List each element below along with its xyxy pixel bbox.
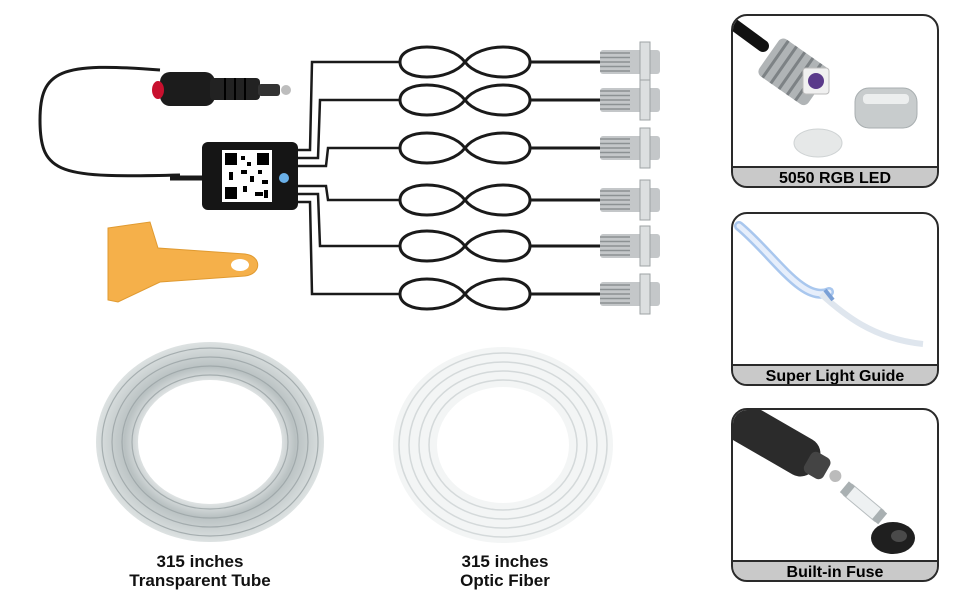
cable-loop: [398, 277, 600, 311]
tube-name: Transparent Tube: [129, 571, 271, 590]
fiber-name: Optic Fiber: [460, 571, 550, 590]
cable-loop: [398, 131, 600, 165]
light-connector: [600, 41, 660, 83]
light-connector: [600, 127, 660, 169]
cigarette-lighter-plug: [152, 72, 291, 106]
light-guide-detail-image: [734, 221, 924, 347]
cable-loop: [398, 229, 600, 263]
tube-length: 315 inches: [156, 552, 244, 571]
scraper-tool: [107, 221, 259, 303]
fiber-caption: 315 inches Optic Fiber: [405, 552, 605, 590]
light-connector: [600, 273, 660, 315]
led-detail-image: [733, 18, 918, 158]
transparent-tube-coil: [96, 342, 324, 542]
light-connector: [600, 79, 660, 121]
light-connector: [600, 225, 660, 267]
panel-label: Built-in Fuse: [733, 560, 937, 580]
panel-light-guide: Super Light Guide: [731, 212, 939, 386]
cable-loop: [398, 83, 600, 117]
fuse-button-icon: [152, 81, 164, 99]
panel-label: 5050 RGB LED: [733, 166, 937, 186]
led-kit-illustration: [38, 41, 660, 315]
light-connector: [600, 179, 660, 221]
panel-label: Super Light Guide: [733, 364, 937, 384]
controller-box: [202, 142, 298, 210]
fiber-length: 315 inches: [461, 552, 549, 571]
tube-caption: 315 inches Transparent Tube: [100, 552, 300, 590]
fuse-detail-image: [733, 410, 915, 554]
panel-fuse: Built-in Fuse: [731, 408, 939, 582]
cable-loop: [398, 183, 600, 217]
panel-rgb-led: 5050 RGB LED: [731, 14, 939, 188]
power-cable: [38, 65, 181, 178]
cable-loop: [398, 45, 600, 79]
cable-coils: [398, 41, 660, 315]
optic-fiber-coil: [393, 347, 613, 543]
output-cables: [298, 60, 400, 296]
